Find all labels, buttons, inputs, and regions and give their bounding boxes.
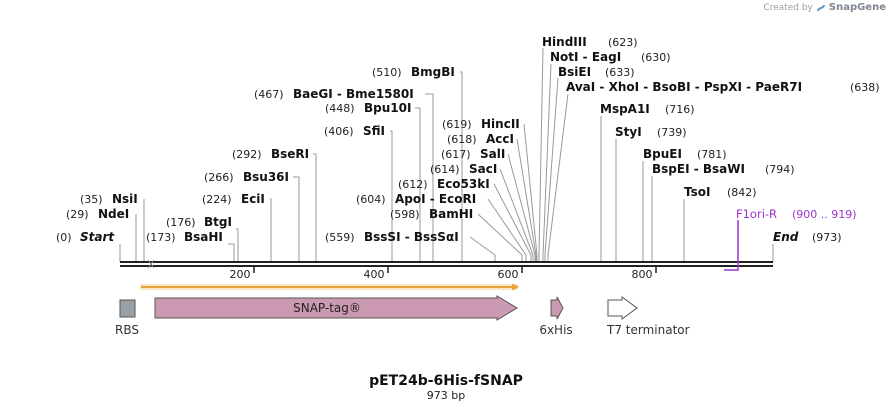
site-label-ndei[interactable]: (29) NdeI bbox=[66, 207, 129, 221]
site-label-saci[interactable]: (614) SacI bbox=[430, 162, 497, 176]
ruler-label: 800 bbox=[632, 268, 653, 281]
backbone bbox=[120, 259, 773, 269]
primer-f1ori-r[interactable]: F1ori-R (900 .. 919) bbox=[724, 207, 857, 271]
site-label-bpuei[interactable]: BpuEI (781) bbox=[643, 147, 727, 161]
site-label-hindiii[interactable]: HindIII (623) bbox=[542, 35, 638, 49]
t7-terminator-feature[interactable] bbox=[607, 296, 638, 320]
6xhis-feature[interactable] bbox=[550, 296, 564, 320]
ruler-label: 600 bbox=[498, 268, 519, 281]
ruler-label: 400 bbox=[364, 268, 385, 281]
snapgene-credit: Created by SnapGene bbox=[763, 2, 886, 13]
credit-prefix: Created by bbox=[763, 2, 813, 13]
site-label-mspa1i[interactable]: MspA1I (716) bbox=[600, 102, 695, 116]
site-line-bpu10i bbox=[415, 107, 421, 262]
feature-label-snap: SNAP-tag® bbox=[293, 301, 361, 315]
site-label-btgi[interactable]: (176) BtgI bbox=[166, 215, 232, 229]
site-label-bsahi[interactable]: (173) BsaHI bbox=[146, 230, 223, 244]
site-line-baegi bbox=[425, 93, 434, 262]
start-label: (0) Start bbox=[56, 230, 115, 244]
site-label-sfii[interactable]: (406) SfiI bbox=[324, 124, 385, 138]
site-label-bpu10i[interactable]: (448) Bpu10I bbox=[325, 101, 411, 115]
site-line-avai bbox=[547, 93, 569, 262]
site-label-hincii[interactable]: (619) HincII bbox=[442, 117, 520, 131]
plasmid-title: pET24b-6His-fSNAP bbox=[369, 373, 523, 389]
site-line-bsiei bbox=[544, 77, 559, 262]
site-line-ecii bbox=[270, 198, 272, 262]
snapgene-logo-icon bbox=[816, 4, 825, 11]
site-label-bsu36i[interactable]: (266) Bsu36I bbox=[204, 170, 289, 184]
site-label-eco53ki[interactable]: (612) Eco53kI bbox=[398, 177, 490, 191]
feature-label-t7: T7 terminator bbox=[606, 323, 690, 337]
site-line-bsahi bbox=[228, 243, 235, 262]
site-line-bamhi bbox=[477, 213, 523, 262]
ruler: 200 400 600 800 bbox=[230, 266, 657, 281]
site-label-bamhi[interactable]: (598) BamHI bbox=[390, 207, 473, 221]
site-line-saci bbox=[499, 168, 534, 262]
site-line-sfii bbox=[390, 130, 393, 262]
site-label-tsoi[interactable]: TsoI (842) bbox=[684, 185, 757, 199]
site-lines bbox=[119, 47, 774, 262]
orf-arrow[interactable] bbox=[140, 283, 519, 291]
site-label-bseri[interactable]: (292) BseRI bbox=[232, 147, 309, 161]
primer-name: F1ori-R bbox=[736, 207, 777, 221]
site-line-sali bbox=[507, 153, 536, 262]
site-line-acci bbox=[516, 138, 537, 262]
site-label-bmgbi[interactable]: (510) BmgBI bbox=[372, 65, 455, 79]
site-line-btgi bbox=[236, 228, 239, 262]
site-label-ecori[interactable]: (604) ApoI - EcoRI bbox=[356, 192, 476, 206]
features: RBS SNAP-tag® 6xHis T7 terminator bbox=[115, 295, 690, 337]
feature-label-rbs: RBS bbox=[115, 323, 139, 337]
feature-label-6xhis: 6xHis bbox=[539, 323, 572, 337]
site-label-bsssi[interactable]: (559) BssSI - BssSαI bbox=[325, 230, 459, 244]
site-line-eco53ki bbox=[493, 183, 532, 262]
primer-range: (900 .. 919) bbox=[792, 208, 857, 221]
site-line-noti bbox=[542, 63, 552, 262]
site-label-bspei[interactable]: BspEI - BsaWI (794) bbox=[652, 162, 795, 176]
site-label-ecii[interactable]: (224) EciI bbox=[202, 192, 265, 206]
site-label-nsii[interactable]: (35) NsiI bbox=[80, 192, 138, 206]
site-line-hindiii bbox=[538, 47, 544, 262]
plasmid-length: 973 bp bbox=[427, 389, 465, 402]
site-label-avai[interactable]: AvaI - XhoI - BsoBI - PspXI - PaeR7I (63… bbox=[566, 80, 880, 94]
site-line-ecori bbox=[487, 198, 527, 262]
snap-tag-feature[interactable] bbox=[154, 295, 518, 321]
site-line-bsssi bbox=[469, 236, 496, 262]
site-label-styi[interactable]: StyI (739) bbox=[615, 125, 687, 139]
site-label-baegi[interactable]: (467) BaeGI - Bme1580I bbox=[254, 87, 414, 101]
site-label-bsiei[interactable]: BsiEI (633) bbox=[558, 65, 635, 79]
rbs-feature[interactable] bbox=[119, 299, 136, 318]
site-label-sali[interactable]: (617) SalI bbox=[441, 147, 505, 161]
site-line-bsu36i bbox=[293, 176, 300, 262]
site-line-hincii bbox=[523, 123, 538, 262]
site-line-bmgbi bbox=[460, 71, 463, 262]
credit-brand: SnapGene bbox=[828, 2, 886, 13]
site-label-acci[interactable]: (618) AccI bbox=[447, 132, 514, 146]
end-label: End (973) bbox=[773, 230, 842, 244]
site-label-noti[interactable]: NotI - EagI (630) bbox=[550, 50, 671, 64]
ruler-label: 200 bbox=[230, 268, 251, 281]
site-line-bseri bbox=[313, 153, 317, 262]
